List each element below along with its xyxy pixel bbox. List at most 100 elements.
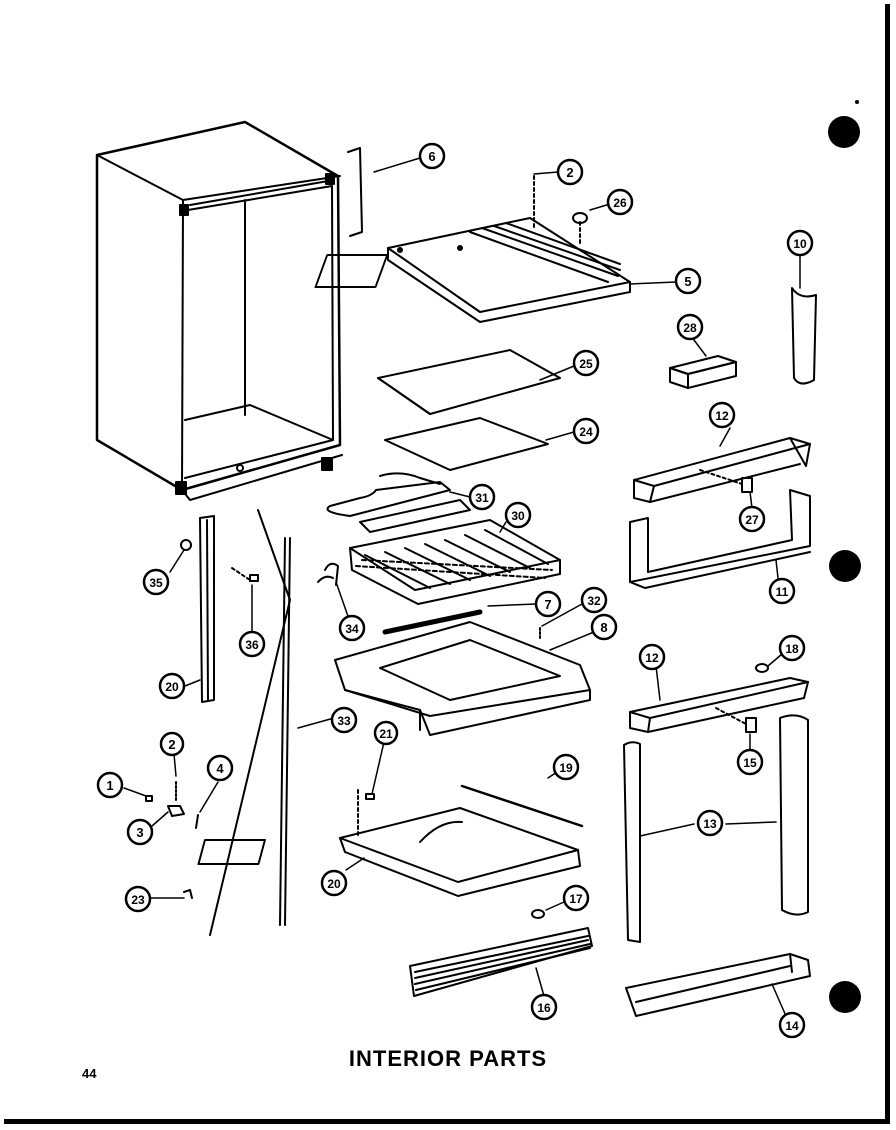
clip-15-drawing: [745, 717, 757, 733]
svg-text:15: 15: [743, 756, 757, 770]
callout-20-side: 20: [158, 672, 186, 700]
side-strip-drawing: [199, 515, 215, 703]
svg-text:8: 8: [600, 620, 607, 635]
svg-text:14: 14: [785, 1019, 799, 1033]
callout-30: 30: [504, 501, 532, 529]
svg-text:24: 24: [579, 425, 593, 439]
top-plate-drawing: [314, 217, 631, 323]
small-block-drawing: [669, 355, 737, 389]
bracket-6-drawing: [347, 147, 363, 237]
shelf-pan-drawing: [197, 807, 581, 897]
svg-text:11: 11: [776, 585, 789, 599]
callout-7: 7: [534, 590, 562, 618]
callout-2-hinge: 2: [159, 731, 185, 757]
cabinet-liner-drawing: [95, 120, 343, 501]
callout-10: 10: [786, 229, 814, 257]
callout-26-top: 26: [606, 188, 634, 216]
svg-text:32: 32: [587, 594, 601, 608]
svg-text:28: 28: [683, 321, 697, 335]
toe-grille-drawing: [409, 927, 593, 997]
callout-16: 16: [530, 993, 558, 1021]
callout-13: 13: [696, 809, 724, 837]
svg-text:26: 26: [613, 196, 627, 210]
shelf-rod-drawing: [460, 784, 584, 828]
callout-24: 24: [572, 417, 600, 445]
callout-33: 33: [330, 706, 358, 734]
svg-text:20: 20: [327, 877, 341, 891]
hinge-parts-drawing: [145, 781, 199, 899]
callout-12-lower: 12: [638, 643, 666, 671]
callout-6: 6: [418, 142, 446, 170]
page-title: INTERIOR PARTS: [348, 1046, 548, 1071]
svg-text:23: 23: [131, 893, 145, 907]
svg-text:20: 20: [165, 680, 179, 694]
callout-20-pan: 20: [320, 869, 348, 897]
heater-loop-drawing: [326, 472, 471, 533]
insulation-pad-drawing: [384, 417, 549, 471]
door-rail-left-drawing: [623, 741, 641, 943]
insulation-sheet-drawing: [377, 349, 561, 415]
svg-text:3: 3: [136, 825, 143, 840]
trim-strip-drawing: [791, 287, 817, 385]
callout-25: 25: [572, 349, 600, 377]
svg-text:10: 10: [793, 237, 807, 251]
svg-text:30: 30: [511, 509, 525, 523]
svg-text:36: 36: [245, 638, 259, 652]
svg-text:34: 34: [345, 622, 359, 636]
callout-23: 23: [124, 885, 152, 913]
binder-hole-top: [828, 116, 860, 148]
svg-text:35: 35: [149, 576, 163, 590]
svg-text:2: 2: [168, 737, 175, 752]
svg-text:4: 4: [216, 761, 224, 776]
callout-28: 28: [676, 313, 704, 341]
wire-harness-drawing: [317, 562, 339, 586]
evaporator-tray-drawing: [334, 621, 591, 736]
callout-5: 5: [674, 267, 702, 295]
svg-text:12: 12: [715, 409, 729, 423]
callout-19: 19: [552, 753, 580, 781]
callout-12-upper: 12: [708, 401, 736, 429]
callout-14: 14: [778, 1011, 806, 1039]
svg-text:12: 12: [645, 651, 659, 665]
bottom-door-shelf-drawing: [625, 953, 811, 1017]
door-rail-right-drawing: [779, 714, 809, 916]
clip-27-drawing: [741, 477, 753, 493]
svg-text:2: 2: [566, 165, 573, 180]
svg-text:18: 18: [785, 642, 799, 656]
binder-hole-bottom: [829, 981, 861, 1013]
callout-17: 17: [562, 884, 590, 912]
callout-3: 3: [126, 818, 154, 846]
callout-4: 4: [206, 754, 234, 782]
callout-35: 35: [142, 568, 170, 596]
svg-text:19: 19: [559, 761, 573, 775]
heater-rod-drawing: [382, 609, 483, 635]
clip-18-drawing: [755, 663, 769, 673]
callout-34: 34: [338, 614, 366, 642]
binder-hole-middle: [829, 550, 861, 582]
lower-rail-drawing: [629, 677, 809, 733]
gasket-knob-drawing: [180, 539, 192, 551]
binder-holes: [828, 100, 861, 1013]
callout-15: 15: [736, 748, 764, 776]
svg-text:25: 25: [579, 357, 593, 371]
upper-rail-drawing: [633, 437, 811, 503]
page-border: [4, 4, 890, 1124]
callout-27: 27: [738, 505, 766, 533]
svg-text:17: 17: [569, 892, 583, 906]
callout-32-tray: 32: [580, 586, 608, 614]
svg-text:27: 27: [745, 513, 759, 527]
leader-lines: [123, 157, 801, 1017]
svg-text:1: 1: [106, 778, 113, 793]
callout-18: 18: [778, 634, 806, 662]
callout-group: 6 2 26 5 10 28 25 24 12 27 31 30 11 35 3…: [96, 142, 814, 1039]
door-bin-drawing: [629, 489, 811, 589]
callout-36: 36: [238, 630, 266, 658]
grille-clip-drawing: [531, 909, 545, 919]
drain-tube-drawing: [209, 509, 291, 936]
svg-text:33: 33: [337, 714, 351, 728]
svg-text:6: 6: [428, 149, 435, 164]
callout-2-top: 2: [556, 158, 584, 186]
svg-text:16: 16: [537, 1001, 551, 1015]
